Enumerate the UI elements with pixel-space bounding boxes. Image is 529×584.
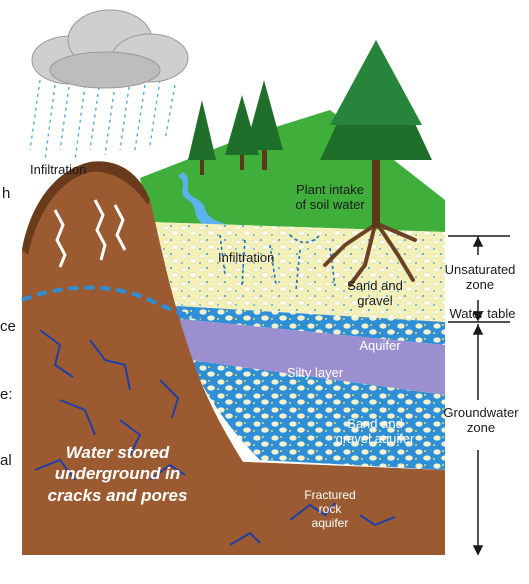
fractured-rock-label: Fractured rock aquifer [304, 488, 356, 530]
silty-layer [170, 318, 445, 395]
aquifer-lower [190, 360, 445, 470]
rock-hill [22, 161, 300, 555]
trees [188, 40, 432, 228]
aquifer-upper [160, 305, 445, 345]
water-table-label: Water table [449, 306, 516, 321]
rain-streaks [29, 79, 176, 161]
hill-infiltration-arrows [53, 199, 127, 268]
river [178, 172, 230, 226]
hill-top [22, 161, 150, 255]
cut-text-4: al [0, 452, 12, 469]
rock-cracks [34, 329, 396, 546]
tree-roots [323, 223, 417, 287]
silty-layer-label: Silty layer [286, 365, 344, 380]
cut-text-3: e: [0, 386, 13, 403]
sand-gravel-aquifer-label: Sand and gravel aquifer [335, 416, 415, 446]
infiltration-label-sand: Infiltration [218, 250, 275, 265]
zone-markers [448, 235, 510, 556]
groundwater-zone-label: Groundwater zone [443, 405, 519, 435]
cloud [31, 9, 189, 89]
infiltration-label-hill: Infiltration [30, 162, 87, 177]
water-stored-label: Water stored underground in cracks and p… [47, 443, 188, 505]
unsaturated-zone-label: Unsaturated zone [444, 262, 516, 292]
water-table-line [21, 285, 201, 320]
cut-text-2: ce [0, 318, 16, 335]
sand-infiltration-arrows [219, 234, 336, 291]
sand-gravel-label: Sand and gravel [347, 278, 403, 308]
plant-intake-label: Plant intake of soil water [295, 182, 365, 212]
cut-text-1: h [2, 185, 11, 202]
aquifer-label: Aquifer [359, 338, 401, 353]
